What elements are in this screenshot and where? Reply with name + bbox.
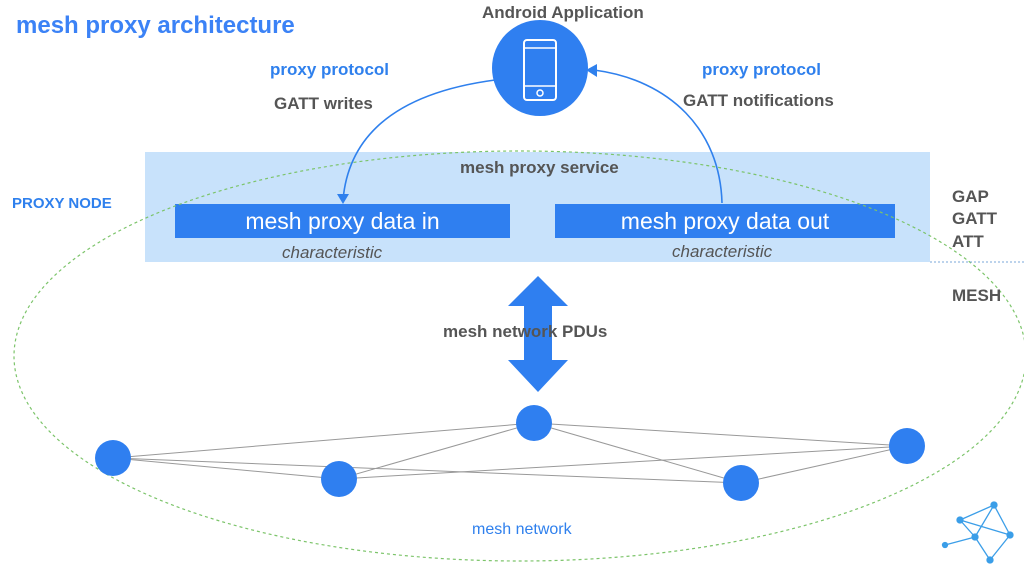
- stack-mesh-label: MESH: [952, 286, 1002, 305]
- proxy-node-ellipse: [13, 150, 1024, 562]
- gatt-writes-arrow: [342, 79, 496, 201]
- right-proxy-protocol-label: proxy protocol: [702, 60, 822, 79]
- mesh-proxy-service-label: mesh proxy service: [460, 158, 619, 177]
- stack-gap-label: GAP: [952, 187, 989, 206]
- mesh-proxy-data-out-bar: mesh proxy data out: [555, 204, 895, 238]
- mesh-pdu-double-arrow: [508, 276, 568, 392]
- mesh-node: [889, 428, 925, 464]
- network-graph-icon: [941, 501, 1014, 564]
- mesh-node: [95, 440, 131, 476]
- proxy-node-label: PROXY NODE: [12, 195, 112, 212]
- mesh-node: [321, 461, 357, 497]
- android-app-circle: [492, 20, 588, 116]
- android-application-label: Android Application: [482, 3, 644, 22]
- gatt-notifications-label: GATT notifications: [683, 91, 834, 110]
- mesh-edges: [112, 422, 908, 484]
- mesh-node: [723, 465, 759, 501]
- mesh-network-label: mesh network: [472, 521, 572, 538]
- gatt-notifications-arrow: [593, 69, 723, 204]
- gatt-notifications-arrowhead: [586, 64, 597, 77]
- page-title: mesh proxy architecture: [16, 12, 295, 39]
- mesh-network-pdus-label: mesh network PDUs: [443, 322, 608, 341]
- gatt-writes-label: GATT writes: [274, 94, 373, 113]
- data-in-characteristic-label: characteristic: [282, 243, 383, 262]
- stack-att-label: ATT: [952, 232, 984, 251]
- gatt-writes-arrowhead: [337, 194, 349, 204]
- left-proxy-protocol-label: proxy protocol: [270, 60, 390, 79]
- stack-gatt-label: GATT: [952, 209, 998, 228]
- smartphone-icon: [523, 39, 557, 101]
- mesh-proxy-data-in-bar: mesh proxy data in: [175, 204, 510, 238]
- mesh-node: [516, 405, 552, 441]
- data-out-characteristic-label: characteristic: [672, 242, 773, 261]
